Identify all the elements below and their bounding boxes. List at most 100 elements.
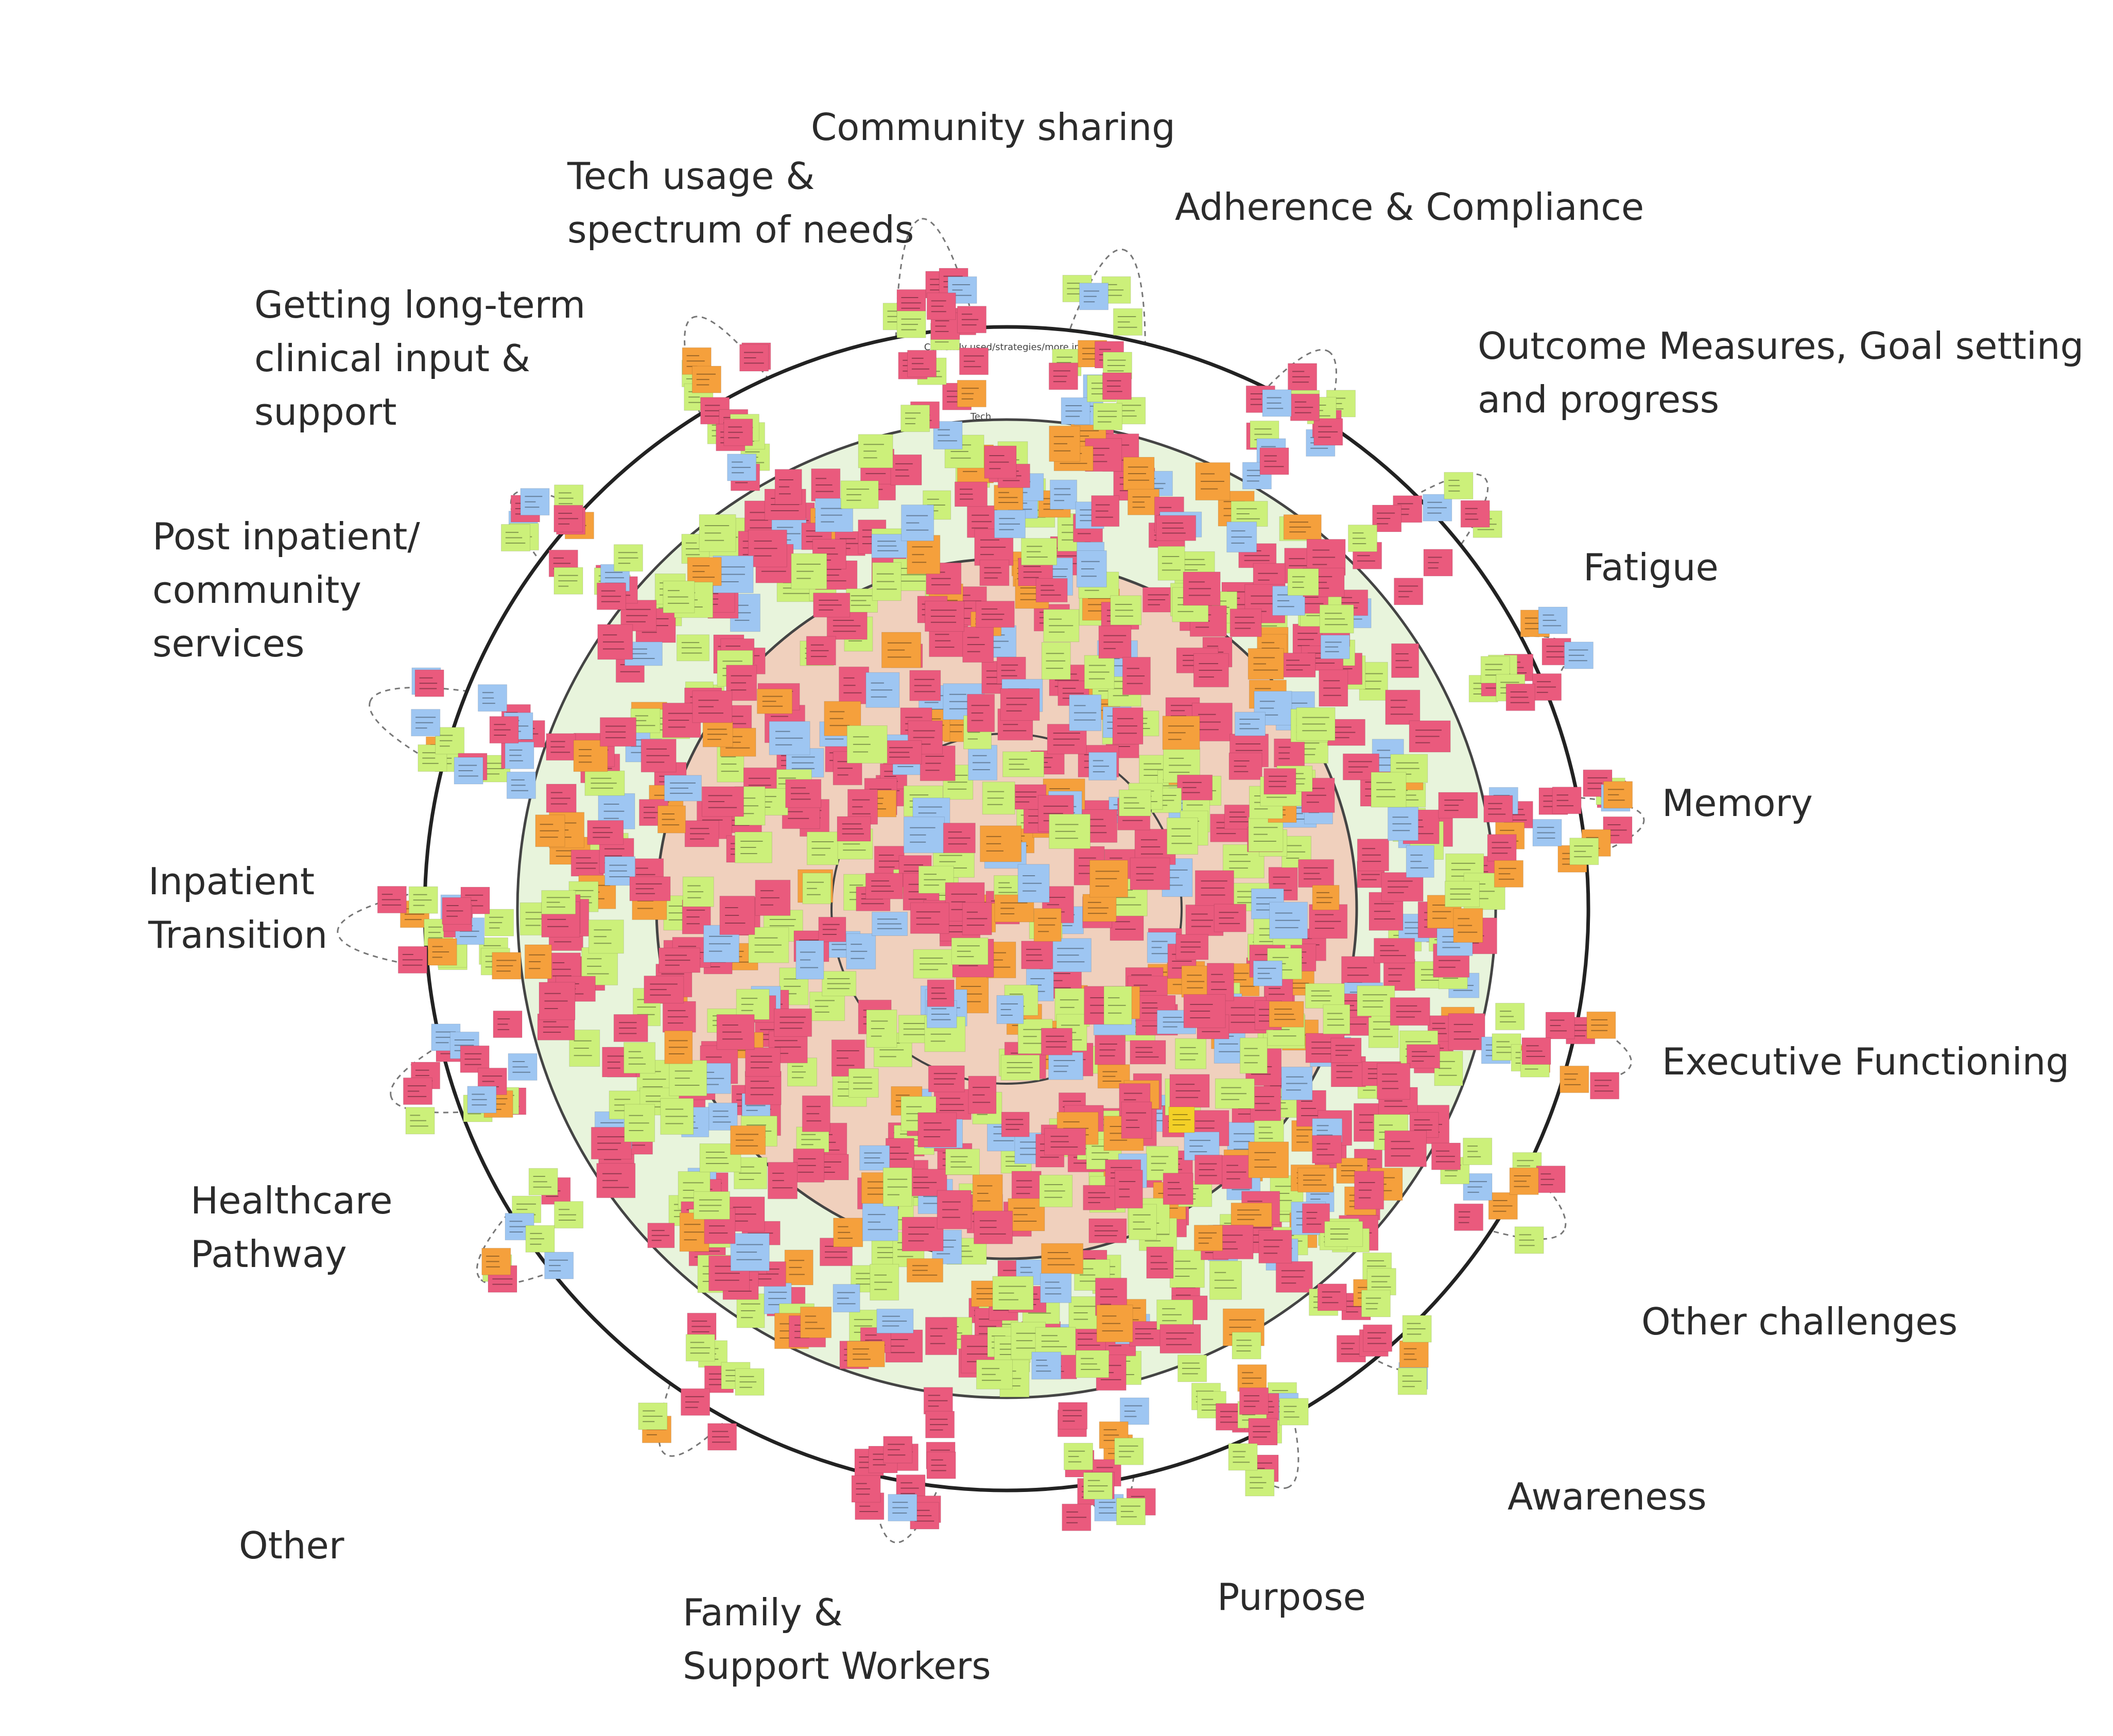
sticky-note — [1397, 1367, 1427, 1395]
sticky-note — [1521, 1037, 1551, 1065]
sticky-note — [1000, 1054, 1040, 1081]
sticky-note — [1258, 1230, 1292, 1263]
sticky-note — [1113, 308, 1142, 336]
sticky-note — [682, 876, 714, 907]
sticky-note — [928, 1065, 965, 1092]
sticky-note — [481, 1247, 511, 1275]
sticky-note — [768, 1162, 798, 1200]
sticky-note — [1031, 1351, 1062, 1380]
sticky-note — [1146, 1146, 1179, 1181]
sticky-note — [454, 757, 483, 785]
sticky-note — [833, 1284, 860, 1313]
sticky-note — [1228, 1443, 1258, 1471]
sticky-note — [1323, 1004, 1350, 1034]
sticky-note — [1239, 1387, 1269, 1415]
sticky-note — [1320, 635, 1350, 659]
sticky-note — [784, 1249, 813, 1286]
sticky-note — [681, 1388, 711, 1416]
sticky-note — [723, 419, 753, 446]
sticky-note — [493, 1011, 523, 1038]
sticky-note — [1096, 1305, 1133, 1343]
sticky-note — [1102, 372, 1132, 400]
sticky-note — [955, 481, 988, 507]
sticky-note — [1061, 397, 1090, 425]
sticky-note — [1215, 1078, 1255, 1109]
sticky-note — [1399, 1340, 1429, 1368]
sticky-note — [624, 1104, 655, 1142]
sticky-note — [1483, 795, 1513, 823]
sticky-note — [1114, 1170, 1143, 1209]
sticky-note — [744, 1071, 782, 1105]
sticky-note — [972, 1174, 1003, 1212]
category-label-purpose: Purpose — [1217, 1575, 1366, 1619]
sticky-note — [442, 897, 472, 925]
sticky-note — [1169, 1074, 1210, 1108]
sticky-note — [994, 484, 1024, 510]
sticky-note — [1248, 1141, 1289, 1178]
sticky-note — [1297, 1168, 1334, 1193]
sticky-note — [727, 454, 757, 481]
sticky-note — [975, 601, 1015, 628]
sticky-note — [1371, 772, 1407, 808]
sticky-note — [1319, 669, 1348, 707]
category-label-executive-functioning: Executive Functioning — [1662, 1040, 2070, 1083]
sticky-note — [837, 816, 871, 842]
sticky-note — [1088, 752, 1117, 780]
sticky-note — [1262, 389, 1292, 417]
sticky-note — [647, 1223, 675, 1248]
sticky-note — [1049, 813, 1090, 849]
sticky-note — [848, 1068, 879, 1098]
sticky-note — [1112, 707, 1144, 745]
sticky-note — [1313, 418, 1343, 446]
sticky-note — [926, 292, 956, 320]
sticky-note — [1050, 479, 1077, 510]
category-label-community-sharing: Community sharing — [811, 106, 1175, 149]
sticky-note — [1110, 595, 1142, 626]
sticky-note — [755, 879, 791, 916]
sticky-note — [657, 805, 686, 834]
sticky-note — [957, 380, 986, 407]
sticky-note — [736, 988, 770, 1020]
sticky-note — [1532, 819, 1562, 846]
sticky-note — [1064, 1443, 1093, 1470]
sticky-note — [1089, 860, 1128, 898]
sticky-note — [1001, 1112, 1030, 1137]
sticky-note — [1159, 1324, 1201, 1353]
sticky-note — [1130, 1040, 1166, 1065]
sticky-note — [1514, 1226, 1544, 1254]
category-label-tech-usage: Tech usage & spectrum of needs — [567, 154, 914, 251]
sticky-note — [570, 849, 604, 877]
category-label-healthcare-pathway: Healthcare Pathway — [190, 1179, 393, 1276]
sticky-note — [506, 771, 536, 799]
sticky-note — [716, 1014, 755, 1050]
sticky-note — [541, 890, 576, 915]
sticky-note — [1509, 1167, 1539, 1195]
sticky-note — [1082, 894, 1117, 922]
category-label-other-challenges: Other challenges — [1641, 1300, 1958, 1343]
sticky-note — [757, 688, 793, 714]
sticky-note — [1183, 994, 1226, 1028]
sticky-note — [913, 949, 956, 979]
sticky-note — [414, 669, 444, 697]
sticky-note — [739, 344, 769, 372]
sticky-note — [587, 820, 624, 845]
sticky-note — [1445, 881, 1480, 908]
sticky-note — [1169, 1249, 1205, 1288]
sticky-note — [865, 873, 903, 899]
category-label-fatigue: Fatigue — [1583, 546, 1719, 589]
sticky-note — [1383, 959, 1415, 991]
sticky-note — [980, 825, 1022, 862]
sticky-note — [677, 634, 709, 662]
sticky-note — [692, 690, 733, 723]
sticky-note — [588, 919, 624, 954]
sticky-note — [872, 912, 908, 936]
sticky-note — [1079, 283, 1109, 310]
sticky-note — [1049, 425, 1081, 462]
sticky-note — [539, 982, 576, 1020]
sticky-note — [411, 709, 441, 737]
sticky-note — [996, 995, 1024, 1024]
sticky-note — [1409, 720, 1451, 753]
sticky-note — [520, 488, 550, 516]
sticky-note — [1048, 1052, 1083, 1080]
